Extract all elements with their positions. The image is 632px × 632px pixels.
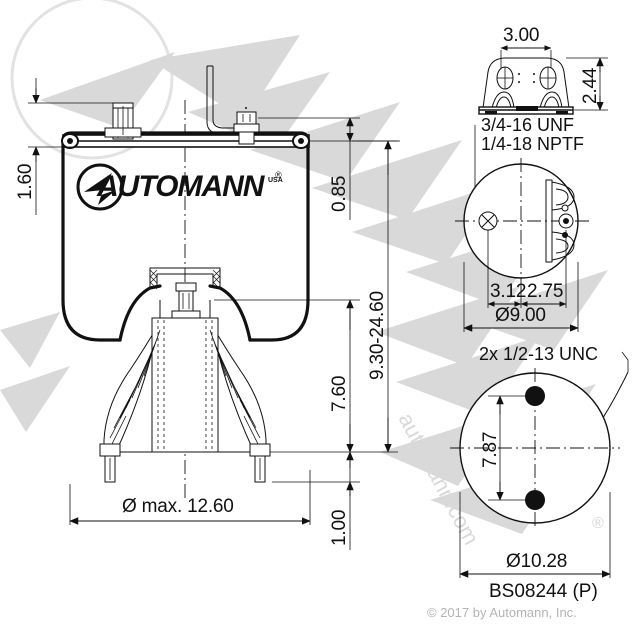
dimension-bolt-spacing: 7.87	[480, 395, 533, 501]
copyright-label: © 2017 by Automann, Inc.	[427, 605, 577, 620]
watermark-circle	[10, 0, 174, 160]
bead-plate-center-marks	[518, 73, 535, 83]
automann-wordmark-text: AUTOMANN	[96, 170, 266, 203]
dimension-plate-height: 2.44	[566, 57, 608, 111]
dimension-label-1-00: 1.00	[329, 510, 350, 546]
automann-registered-mark: ®	[275, 170, 282, 180]
base-mounting-studs	[99, 443, 271, 483]
dimension-max-diameter: Ø max. 12.60	[69, 470, 311, 525]
dimension-piston-diameter: Ø10.28	[459, 492, 611, 578]
dimension-label-2-75: 2.75	[527, 281, 563, 302]
dimension-plate-diameter: Ø9.00	[463, 262, 579, 332]
note-thread-unf: 3/4-16 UNF	[481, 115, 574, 135]
note-thread-unc: 2x 1/2-13 UNC	[479, 344, 598, 364]
automann-logo: AUTOMANN USA ®	[76, 163, 283, 211]
dimension-offsets: 3.12 2.75	[487, 230, 567, 308]
automann-arrow-mark	[84, 173, 116, 205]
bellows-right-wall	[248, 148, 310, 342]
dimension-label-d9-00: Ø9.00	[495, 305, 546, 326]
mounting-hole-top	[525, 386, 545, 406]
main-dimension-layer: 1.60 0.85 9.30-24.60 7.60	[15, 78, 400, 550]
air-port-symbol	[478, 211, 498, 231]
air-stud-left	[104, 102, 142, 140]
air-port-fitting-right	[206, 65, 260, 145]
bead-plate-profile	[482, 57, 570, 109]
bead-plate-assembly	[61, 133, 310, 149]
bead-plate-bolt-holes	[496, 66, 557, 90]
part-number-label: BS08244 (P)	[489, 581, 598, 602]
automann-wordmark: AUTOMANN	[96, 170, 267, 203]
dimension-label-3-12: 3.12	[490, 281, 526, 302]
watermark-registered-mark: ®	[592, 515, 604, 532]
dimension-label-7-87: 7.87	[480, 432, 501, 468]
bead-plate-feet	[491, 91, 563, 109]
piston-center-bolt	[171, 282, 201, 320]
piston-assembly	[103, 267, 267, 453]
piston-cup-hatch	[149, 269, 221, 290]
dimension-label-stroke: 9.30-24.60	[367, 291, 388, 380]
base-stud-right	[249, 443, 271, 483]
piston-rib-hatch	[109, 329, 261, 449]
mounting-hole-bottom	[525, 490, 545, 510]
dimension-overall-stroke: 9.30-24.60	[270, 140, 398, 453]
watermark-logo-top	[40, 35, 462, 220]
detail-bead-plate-top: 3/4-16 UNF 1/4-18 NPTF	[455, 115, 590, 332]
main-air-spring-view: AUTOMANN USA ®	[61, 65, 310, 500]
bellows-left-wall	[61, 148, 122, 342]
dimension-label-max-diameter: Ø max. 12.60	[122, 496, 234, 517]
base-stud-left	[99, 443, 121, 483]
dimension-label-3-00: 3.00	[503, 25, 539, 46]
dimension-bead-plate-height: 1.60	[15, 78, 118, 215]
dimension-piston-height: 7.60	[214, 299, 360, 453]
dimension-label-7-60: 7.60	[329, 376, 350, 412]
detail-piston-base: 2x 1/2-13 UNC 7.87 Ø10.28	[450, 344, 629, 578]
dimension-base-offset: 1.00	[272, 451, 360, 550]
bead-plate-base-rail	[478, 106, 574, 115]
dimension-label-1-60: 1.60	[15, 164, 36, 200]
plate-boss-bracket	[545, 179, 575, 263]
dimension-label-0-85: 0.85	[329, 176, 350, 212]
dimension-label-2-44: 2.44	[580, 67, 601, 104]
note-thread-nptf: 1/4-18 NPTF	[481, 134, 584, 154]
dimension-label-d10-28: Ø10.28	[506, 551, 567, 572]
automann-usa-superscript: USA	[268, 177, 283, 184]
detail-bead-plate-side: 3.00	[478, 25, 608, 115]
